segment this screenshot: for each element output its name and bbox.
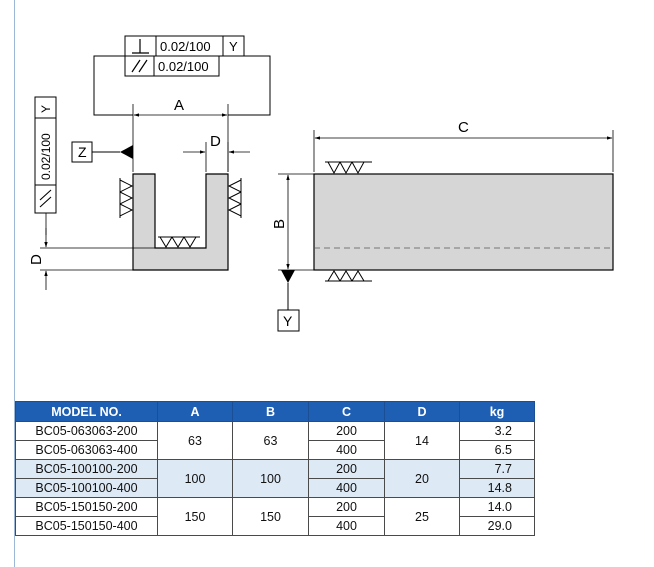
side-elevation [313, 161, 614, 282]
u-channel-section [119, 173, 242, 271]
parallelism-icon [131, 59, 148, 73]
datum-y-triangle [281, 270, 295, 283]
datum-z-triangle [120, 145, 133, 159]
cell-b: 100 [232, 459, 309, 498]
fcf-top-leader [93, 55, 271, 116]
datum-y: Y [277, 270, 300, 332]
cell-model: BC05-150150-200 [15, 497, 158, 517]
cell-model: BC05-100100-200 [15, 459, 158, 479]
spec-table: MODEL NO. A B C D kg BC05-063063-200 63 … [15, 401, 535, 536]
datum-z: Z [71, 141, 133, 163]
cell-kg: 3.2 [459, 421, 535, 441]
table-header-row: MODEL NO. A B C D kg [15, 401, 535, 422]
cell-c: 400 [308, 440, 385, 460]
dim-d-side: D [28, 228, 155, 290]
cell-model: BC05-063063-400 [15, 440, 158, 460]
dim-d-top: D [183, 133, 250, 172]
table-row: BC05-063063-400 400 6.5 [15, 440, 535, 460]
cell-c: 200 [308, 421, 385, 441]
cell-a: 150 [157, 497, 233, 536]
datum-z-label: Z [78, 144, 87, 160]
page-margin-rule [14, 0, 15, 567]
fcf-top-row1-datum: Y [229, 39, 238, 54]
table-row: BC05-063063-200 63 63 200 14 3.2 [15, 421, 535, 460]
cell-a: 63 [157, 421, 233, 460]
cell-b: 150 [232, 497, 309, 536]
cell-c: 200 [308, 497, 385, 517]
cell-b: 63 [232, 421, 309, 460]
datum-y-label: Y [283, 313, 293, 329]
cell-kg: 29.0 [459, 516, 535, 536]
cell-a: 100 [157, 459, 233, 498]
header-b: B [232, 401, 309, 422]
dim-b: B [271, 173, 314, 271]
dim-c-label: C [458, 119, 469, 136]
table-row: BC05-150150-400 400 29.0 [15, 516, 535, 536]
cell-model: BC05-150150-400 [15, 516, 158, 536]
perpendicularity-icon [132, 39, 149, 54]
table-row: BC05-150150-200 150 150 200 25 14.0 [15, 497, 535, 536]
fcf-top-row1-value: 0.02/100 [160, 39, 211, 54]
fcf-side-value: 0.02/100 [39, 133, 53, 180]
fcf-side-datum: Y [39, 105, 53, 113]
dim-c: C [313, 119, 614, 172]
cell-model: BC05-063063-200 [15, 421, 158, 441]
dim-d-side-label: D [28, 254, 45, 265]
fcf-side: Y 0.02/100 [34, 96, 57, 235]
cell-d: 14 [384, 421, 460, 460]
cell-c: 200 [308, 459, 385, 479]
cell-kg: 7.7 [459, 459, 535, 479]
technical-drawing: 0.02/100 Y 0.02/100 A D Z [28, 35, 614, 332]
header-d: D [384, 401, 460, 422]
cell-model: BC05-100100-400 [15, 478, 158, 498]
header-model: MODEL NO. [15, 401, 158, 422]
header-a: A [157, 401, 233, 422]
cell-d: 20 [384, 459, 460, 498]
header-kg: kg [459, 401, 535, 422]
parallelism-icon [39, 189, 52, 208]
cell-kg: 14.0 [459, 497, 535, 517]
cell-kg: 6.5 [459, 440, 535, 460]
dim-a-label: A [174, 97, 184, 114]
table-row: BC05-100100-400 400 14.8 [15, 478, 535, 498]
cell-c: 400 [308, 516, 385, 536]
table-row: BC05-100100-200 100 100 200 20 7.7 [15, 459, 535, 498]
fcf-top: 0.02/100 Y 0.02/100 [124, 35, 245, 77]
cell-c: 400 [308, 478, 385, 498]
fcf-top-row2-value: 0.02/100 [158, 59, 209, 74]
dim-d-top-label: D [210, 133, 221, 150]
cell-kg: 14.8 [459, 478, 535, 498]
dim-b-label: B [271, 219, 288, 229]
header-c: C [308, 401, 385, 422]
cell-d: 25 [384, 497, 460, 536]
